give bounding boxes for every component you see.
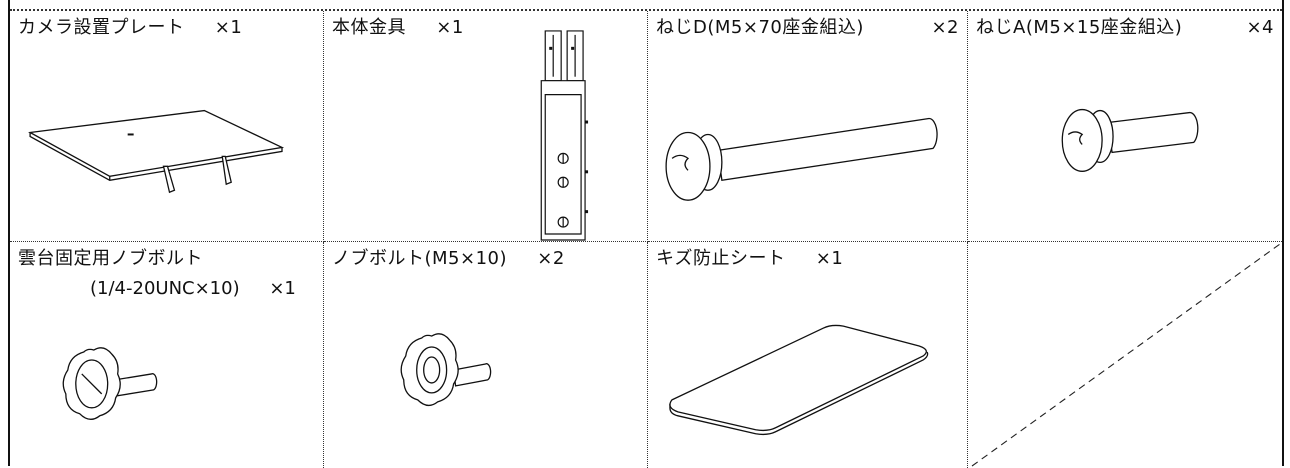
item-name: キズ防止シート (656, 248, 786, 269)
item-qty: ×2 (931, 17, 959, 38)
item-name: ねじA(M5×15座金組込) (976, 17, 1183, 38)
cell-empty (968, 242, 1282, 468)
item-qty: ×1 (436, 17, 464, 38)
anti-scratch-sheet-illustration (648, 242, 967, 468)
item-label: 本体金具 ×1 (332, 17, 639, 39)
cell-camera-plate: カメラ設置プレート ×1 (10, 11, 324, 242)
item-name: カメラ設置プレート (18, 17, 185, 38)
item-name: ねじD(M5×70座金組込) (656, 17, 864, 38)
item-qty: ×1 (214, 17, 243, 38)
parts-table: カメラ設置プレート ×1 本体金具 ×1 (10, 9, 1282, 468)
item-label: ノブボルト(M5×10) ×2 (332, 248, 639, 270)
cell-knob-bolt: ノブボルト(M5×10) ×2 (324, 242, 648, 468)
cell-body-bracket: 本体金具 ×1 (324, 11, 648, 242)
item-name: 雲台固定用ノブボルト (18, 248, 203, 269)
item-spec: (1/4-20UNC×10) (90, 278, 240, 299)
cell-anti-scratch-sheet: キズ防止シート ×1 (648, 242, 968, 468)
item-qty: ×1 (815, 248, 844, 269)
item-label: キズ防止シート ×1 (656, 248, 959, 270)
cell-screw-d: ねじD(M5×70座金組込) ×2 (648, 11, 968, 242)
knob-bolt-illustration (324, 242, 647, 468)
body-bracket-illustration (324, 11, 589, 241)
item-label: 雲台固定用ノブボルト (18, 248, 315, 270)
item-qty: ×4 (1246, 17, 1274, 38)
cell-tripod-knob-bolt: 雲台固定用ノブボルト (1/4-20UNC×10) ×1 (10, 242, 324, 468)
parts-list-sheet: カメラ設置プレート ×1 本体金具 ×1 (8, 0, 1284, 468)
item-label-line2: (1/4-20UNC×10) ×1 (90, 278, 296, 300)
item-name: 本体金具 (332, 17, 406, 38)
camera-plate-illustration (10, 11, 323, 241)
cell-screw-a: ねじA(M5×15座金組込) ×4 (968, 11, 1282, 242)
item-label: ねじA(M5×15座金組込) ×4 (976, 17, 1274, 39)
screw-a-illustration (968, 11, 1282, 241)
item-label: カメラ設置プレート ×1 (18, 17, 315, 39)
item-name: ノブボルト(M5×10) (332, 248, 508, 269)
item-qty: ×2 (537, 248, 565, 269)
tripod-knob-bolt-illustration (10, 242, 323, 468)
item-label: ねじD(M5×70座金組込) ×2 (656, 17, 959, 39)
empty-cell-diagonal (968, 242, 1282, 468)
screw-d-illustration (648, 11, 967, 241)
item-qty: ×1 (269, 278, 296, 299)
